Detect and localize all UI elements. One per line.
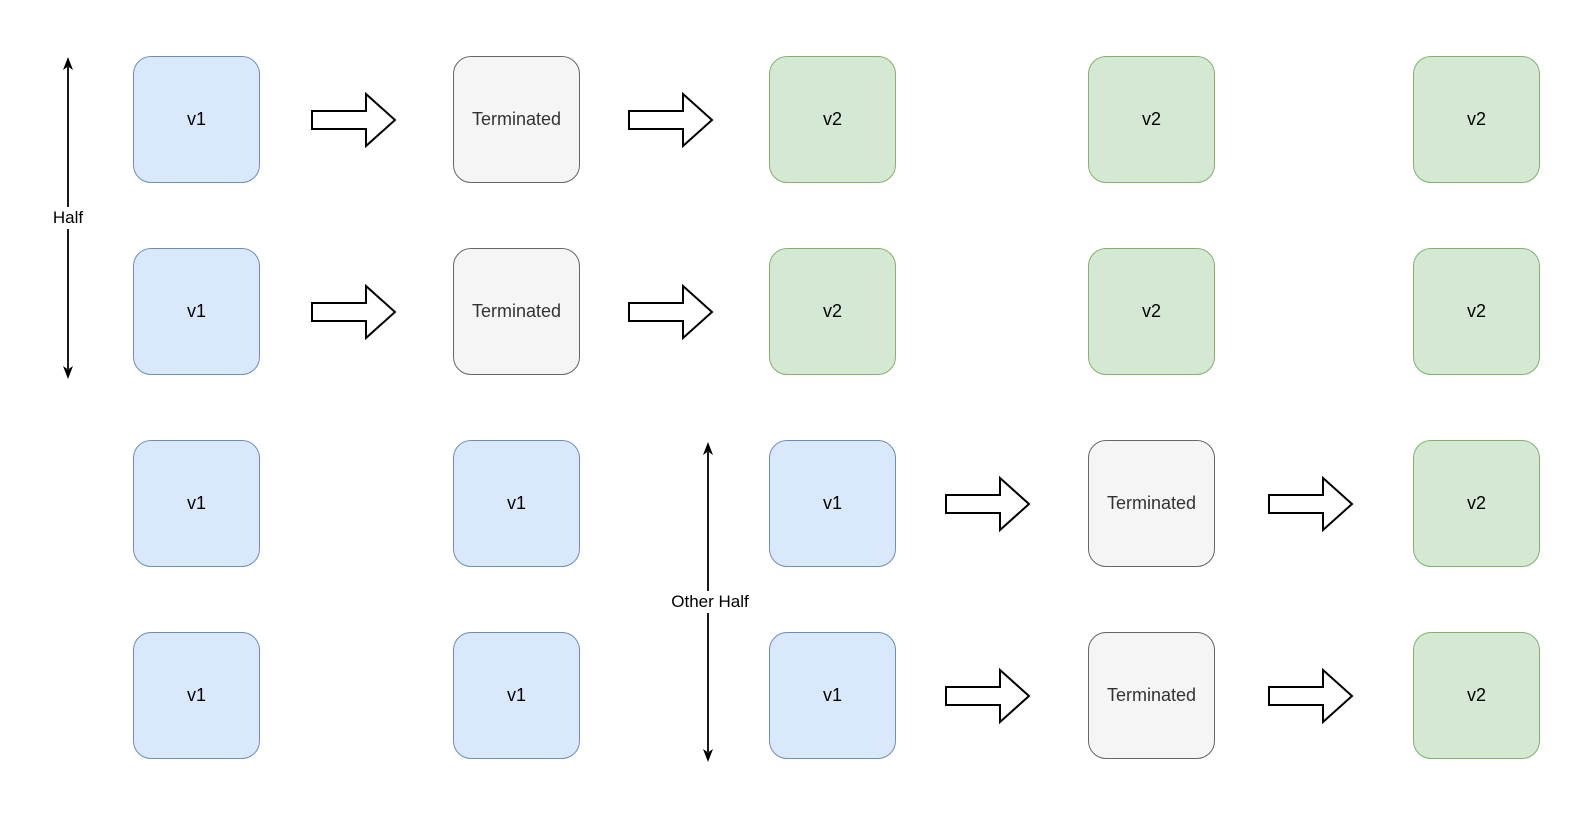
- right-block-arrow-icon: [1268, 667, 1354, 725]
- pod-box-v1: v1: [133, 56, 260, 183]
- pod-box-v2: v2: [769, 56, 896, 183]
- pod-label: v2: [1141, 301, 1161, 321]
- pod-label: v2: [1466, 109, 1486, 129]
- right-block-arrow-icon: [628, 283, 714, 341]
- right-block-arrow-icon: [628, 91, 714, 149]
- pod-box-v1: v1: [133, 632, 260, 759]
- pod-box-v1: v1: [453, 440, 580, 567]
- pod-box-terminated: Terminated: [1088, 440, 1215, 567]
- pod-label: v2: [1141, 109, 1161, 129]
- pod-box-v2: v2: [1088, 56, 1215, 183]
- pod-label: v1: [822, 493, 842, 513]
- pod-label: v1: [186, 685, 206, 705]
- pod-box-v1: v1: [133, 248, 260, 375]
- right-block-arrow-icon: [1268, 475, 1354, 533]
- pod-box-v2: v2: [1413, 440, 1540, 567]
- right-block-arrow-icon: [945, 667, 1031, 725]
- pod-label: v1: [506, 493, 526, 513]
- pod-label: Terminated: [471, 301, 562, 321]
- pod-label: v1: [186, 301, 206, 321]
- pod-label: v2: [1466, 493, 1486, 513]
- pod-box-v2: v2: [1413, 248, 1540, 375]
- right-block-arrow-icon: [311, 283, 397, 341]
- right-block-arrow-icon: [311, 91, 397, 149]
- pod-label: v2: [1466, 685, 1486, 705]
- pod-label: v1: [186, 493, 206, 513]
- pod-label: v1: [506, 685, 526, 705]
- other-half-label: Other Half: [667, 591, 753, 613]
- pod-box-terminated: Terminated: [453, 56, 580, 183]
- pod-box-v2: v2: [769, 248, 896, 375]
- pod-label: v2: [822, 109, 842, 129]
- right-block-arrow-icon: [945, 475, 1031, 533]
- pod-label: v1: [822, 685, 842, 705]
- pod-box-v1: v1: [769, 632, 896, 759]
- pod-box-v2: v2: [1413, 632, 1540, 759]
- pod-label: Terminated: [1106, 493, 1197, 513]
- pod-box-terminated: Terminated: [453, 248, 580, 375]
- pod-box-v1: v1: [453, 632, 580, 759]
- pod-box-terminated: Terminated: [1088, 632, 1215, 759]
- half-label: Half: [48, 207, 88, 229]
- pod-box-v2: v2: [1088, 248, 1215, 375]
- pod-label: v1: [186, 109, 206, 129]
- pod-label: v2: [1466, 301, 1486, 321]
- pod-box-v2: v2: [1413, 56, 1540, 183]
- pod-box-v1: v1: [769, 440, 896, 567]
- pod-label: Terminated: [471, 109, 562, 129]
- pod-label: v2: [822, 301, 842, 321]
- pod-box-v1: v1: [133, 440, 260, 567]
- pod-label: Terminated: [1106, 685, 1197, 705]
